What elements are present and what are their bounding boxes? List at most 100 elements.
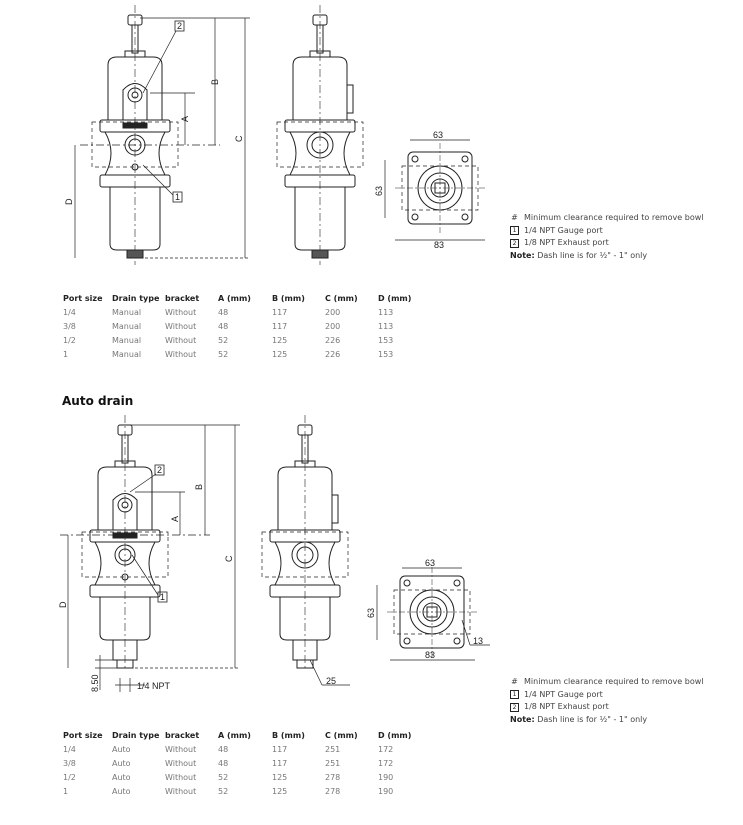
note-exhaust-port: 1/8 NPT Exhaust port [524, 702, 609, 711]
mounting-screw [411, 155, 419, 163]
auto-drain-nut [116, 659, 134, 669]
table-cell: Without [165, 758, 197, 768]
column-header: Port size [63, 293, 103, 303]
inlet-port [114, 544, 136, 566]
table-cell: 153 [378, 349, 394, 359]
bonnet [97, 466, 153, 531]
table-cell: 117 [272, 321, 288, 331]
column-header: B (mm) [272, 730, 305, 740]
table-cell: 48 [218, 758, 229, 768]
table-cell: 125 [272, 772, 288, 782]
callout-2-auto: 2 [157, 465, 162, 475]
port-clearance-outline [261, 531, 349, 578]
manual-drain [126, 249, 144, 259]
table-cell: 172 [378, 744, 394, 754]
table-cell: 48 [218, 321, 229, 331]
dim-label-83-auto: 83 [425, 650, 435, 660]
note-gauge-port: 1/4 NPT Gauge port [524, 225, 603, 235]
table-cell: 1/4 [63, 744, 76, 754]
table-cell: 190 [378, 786, 394, 796]
dim-label-b: B [210, 79, 220, 85]
table-cell: Without [165, 772, 197, 782]
front-view-auto [81, 415, 169, 670]
bottom-view-manual [395, 143, 485, 233]
dim-label-63-top-auto: 63 [425, 558, 435, 568]
table-cell: 1 [63, 349, 69, 359]
exhaust-port [117, 497, 133, 513]
column-header: C (mm) [325, 730, 358, 740]
adjusting-stem [301, 434, 309, 464]
gauge-port [121, 573, 129, 581]
wrench-size-25: 25 [326, 676, 336, 686]
mounting-screw [453, 637, 461, 645]
note-dash-line: Dash line is for ½" - 1" only [537, 250, 648, 260]
table-cell: Auto [112, 744, 131, 754]
column-header: bracket [165, 730, 200, 740]
table-cell: 200 [325, 321, 341, 331]
table-cell: 153 [378, 335, 394, 345]
table-cell: 1/2 [63, 772, 76, 782]
lower-flange [99, 174, 171, 188]
table-cell: 190 [378, 772, 394, 782]
name-plate [112, 532, 138, 539]
adjusting-stem [316, 24, 324, 54]
exhaust-port [127, 87, 143, 103]
table-cell: 251 [325, 744, 341, 754]
table-cell: 117 [272, 758, 288, 768]
table-cell: 113 [378, 307, 394, 317]
table-cell: Auto [112, 772, 131, 782]
table-cell: 113 [378, 321, 394, 331]
table-cell: Manual [112, 321, 142, 331]
dimension-lines-auto [60, 424, 490, 692]
table-cell: 1/4 [63, 307, 76, 317]
callout-box-1: 1 [510, 690, 519, 700]
table-cell: 1 [63, 786, 69, 796]
table-cell: 200 [325, 307, 341, 317]
table-cell: 226 [325, 349, 341, 359]
mounting-screw [411, 213, 419, 221]
table-cell: 226 [325, 335, 341, 345]
bonnet [277, 466, 333, 531]
table-cell: 125 [272, 335, 288, 345]
dim-label-b-auto: B [194, 484, 204, 490]
dim-label-d-auto: D [58, 601, 68, 608]
table-cell: Manual [112, 349, 142, 359]
adjusting-stem [131, 24, 139, 54]
callout-box-2: 2 [510, 702, 519, 712]
bonnet [292, 56, 348, 121]
table-cell: Without [165, 307, 197, 317]
port-clearance-outline [81, 531, 169, 578]
note-gauge-port: 1/4 NPT Gauge port [524, 689, 603, 699]
wrench-size-13: 13 [473, 636, 483, 646]
dim-label-63-side-auto: 63 [366, 608, 376, 618]
port-clearance-outline [91, 121, 179, 168]
bonnet [107, 56, 163, 121]
table-cell: 3/8 [63, 758, 76, 768]
gauge-port [131, 163, 139, 171]
callout-1-auto: 1 [160, 592, 165, 602]
callout-box-2: 2 [510, 238, 519, 248]
dim-label-drain-port: 1/4 NPT [137, 681, 171, 691]
lower-flange [269, 584, 341, 598]
side-view-manual [276, 5, 364, 265]
table-cell: 251 [325, 758, 341, 768]
legend-notes-manual: #Minimum clearance required to remove bo… [510, 212, 703, 262]
column-header: C (mm) [325, 293, 358, 303]
dim-label-d: D [64, 198, 74, 205]
bowl-outline [417, 165, 463, 211]
dim-label-63-side: 63 [374, 186, 384, 196]
column-header: B (mm) [272, 293, 305, 303]
dimension-lines-manual [74, 17, 485, 259]
outlet-port [306, 131, 334, 159]
callout-1: 1 [175, 192, 180, 202]
table-cell: Without [165, 335, 197, 345]
